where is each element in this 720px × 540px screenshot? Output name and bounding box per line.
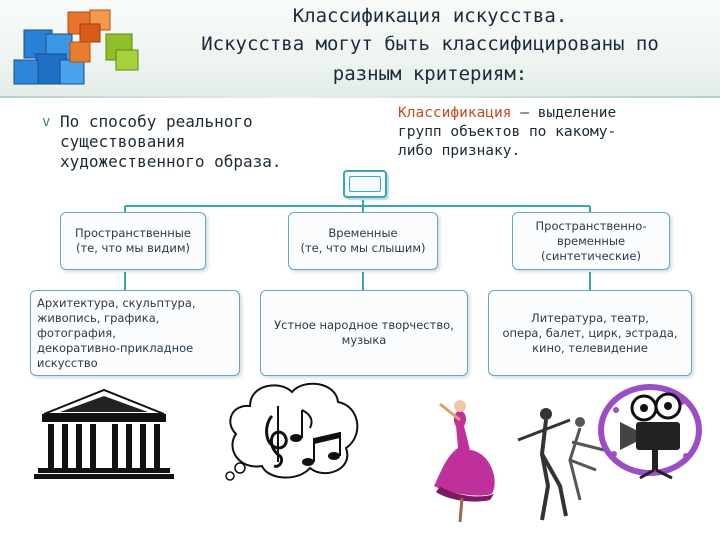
title-line-3: разным критериям: — [332, 63, 528, 85]
examples-spatiotemporal-line-1: Литература, театр, — [531, 310, 649, 325]
definition-line-2: групп объектов по какому- — [398, 124, 617, 140]
definition-line-1: Классификация – выделение — [398, 104, 718, 123]
examples-spatiotemporal-line-3: кино, телевидение — [532, 340, 648, 355]
dancers-icon — [434, 400, 605, 523]
examples-temporal: Устное народное творчество, музыка — [260, 290, 468, 376]
category-spatiotemporal: Пространственно- временные (синтетически… — [512, 212, 670, 270]
bullet-marker-icon: v — [42, 114, 51, 130]
classical-building-icon — [34, 388, 174, 479]
title-line-2: Искусства могут быть классифицированы по — [201, 33, 659, 55]
examples-spatiotemporal-line-2: опера, балет, цирк, эстрада, — [502, 325, 678, 340]
category-spatiotemporal-line-2: временные — [556, 233, 626, 248]
category-spatiotemporal-line-1: Пространственно- — [535, 218, 647, 233]
examples-spatial-line-4: декоративно-прикладное — [37, 340, 194, 355]
category-spatial: Пространственные (те, что мы видим) — [60, 212, 206, 270]
category-spatiotemporal-line-3: (синтетические) — [541, 248, 641, 263]
title-line-1: Классификация искусства. — [292, 5, 568, 27]
tree-root-icon — [343, 170, 387, 198]
criterion-bullet: v По способу реального существования худ… — [42, 112, 360, 172]
bullet-line-2: существования — [60, 132, 186, 151]
examples-temporal-line-1: Устное народное творчество, — [274, 318, 454, 332]
examples-spatial-line-5: искусство — [37, 355, 98, 370]
category-temporal: Временные (те, что мы слышим) — [288, 212, 438, 270]
definition-line-3: либо признаку. — [398, 143, 521, 159]
examples-spatial: Архитектура, скульптура, живопись, графи… — [30, 290, 240, 376]
category-temporal-line-2: (те, что мы слышим) — [300, 241, 426, 255]
film-camera-icon — [598, 384, 702, 480]
music-notes-icon — [225, 382, 359, 481]
examples-spatial-line-1: Архитектура, скульптура, — [37, 295, 196, 310]
bullet-line-3: художественного образа. — [60, 152, 282, 171]
page-title: Классификация искусства. Искусства могут… — [140, 4, 720, 89]
examples-spatial-line-3: фотография, — [37, 325, 116, 340]
category-spatial-line-1: Пространственные — [75, 226, 191, 240]
definition-text: Классификация – выделение групп объектов… — [398, 104, 718, 161]
category-temporal-line-1: Временные — [328, 226, 398, 240]
category-spatial-line-2: (те, что мы видим) — [75, 241, 190, 255]
bullet-line-1: По способу реального — [60, 112, 253, 131]
definition-term: Классификация — [398, 105, 512, 121]
examples-temporal-line-2: музыка — [341, 333, 387, 347]
definition-line-1-rest: – выделение — [511, 105, 617, 121]
examples-spatial-line-2: живопись, графика, — [37, 310, 160, 325]
examples-spatiotemporal: Литература, театр, опера, балет, цирк, э… — [488, 290, 692, 376]
colored-cubes-icon — [13, 9, 139, 85]
